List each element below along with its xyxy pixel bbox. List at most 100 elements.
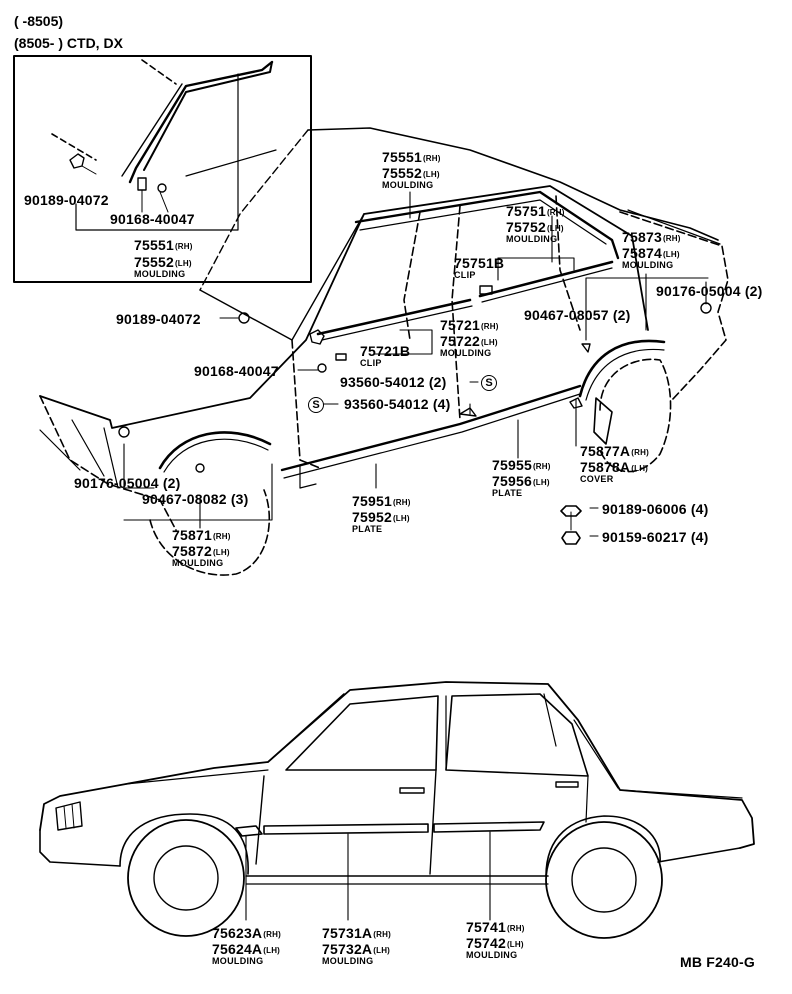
clip-40047-label: 90168-40047 (194, 363, 279, 379)
lh-suffix: (LH) (392, 514, 410, 523)
rear-wheel-moulding-lh-label: 75874(LH) (622, 246, 680, 260)
clip-75751b-label: 75751B (454, 255, 505, 271)
window-moulding-caption: MOULDING (506, 234, 558, 244)
part-number: 75732A (322, 941, 373, 957)
nut-a-label: 90189-06006 (4) (602, 501, 709, 517)
lh-suffix: (LH) (174, 259, 192, 268)
inset-moulding-rh-label: 75551(RH) (134, 238, 193, 252)
part-number: 75742 (466, 935, 506, 951)
screw-rear-label: 90176-05004 (2) (656, 283, 763, 299)
rh-suffix: (RH) (174, 242, 193, 251)
rh-suffix: (RH) (480, 322, 499, 331)
rear-door-moulding-lh-label: 75742(LH) (466, 936, 524, 950)
part-number: 75955 (492, 457, 532, 473)
rear-plate-rh-label: 75955(RH) (492, 458, 551, 472)
part-number: 75873 (622, 229, 662, 245)
part-number: 75552 (382, 165, 422, 181)
lh-suffix: (LH) (422, 170, 440, 179)
part-number: 75624A (212, 941, 263, 957)
side-car-view (39, 681, 755, 939)
s-mark-a: S (481, 375, 497, 391)
main-car-view (39, 127, 729, 576)
screw-90467-rear-label: 90467-08057 (2) (524, 307, 631, 323)
cover-lh-label: 75878A(LH) (580, 460, 648, 474)
part-number: 75551 (134, 237, 174, 253)
front-door-moulding-lh-label: 75732A(LH) (322, 942, 390, 956)
lh-suffix: (LH) (212, 548, 230, 557)
lh-suffix: (LH) (263, 946, 281, 955)
clip-75721b-caption: CLIP (360, 358, 382, 368)
fender-moulding-rh-label: 75623A(RH) (212, 926, 281, 940)
part-number: 75741 (466, 919, 506, 935)
screw-93560-b-label: 93560-54012 (4) (344, 396, 451, 412)
rear-door-moulding-rh-label: 75741(RH) (466, 920, 525, 934)
part-number: 75877A (580, 443, 631, 459)
fender-moulding-caption: MOULDING (212, 956, 264, 966)
belt-moulding-rh-label: 75721(RH) (440, 318, 499, 332)
roof-moulding-rh-label: 75551(RH) (382, 150, 441, 164)
screw-90467-front-label: 90467-08082 (3) (142, 491, 249, 507)
window-moulding-lh-label: 75752(LH) (506, 220, 564, 234)
part-number: 75552 (134, 254, 174, 270)
part-number: 75731A (322, 925, 373, 941)
part-number: 75871 (172, 527, 212, 543)
rh-suffix: (RH) (422, 154, 441, 163)
rh-suffix: (RH) (263, 930, 281, 939)
rear-door-moulding-caption: MOULDING (466, 950, 518, 960)
inset-frame (13, 55, 312, 283)
rocker-plate-lh-label: 75952(LH) (352, 510, 410, 524)
cover-rh-label: 75877A(RH) (580, 444, 649, 458)
lh-suffix: (LH) (546, 224, 564, 233)
rh-suffix: (RH) (532, 462, 551, 471)
inset-clip-b-label: 90168-40047 (110, 211, 195, 227)
lh-suffix: (LH) (480, 338, 498, 347)
clip-75721b-label: 75721B (360, 343, 411, 359)
rear-plate-lh-label: 75956(LH) (492, 474, 550, 488)
rh-suffix: (RH) (631, 448, 649, 457)
front-wheel-moulding-lh-label: 75872(LH) (172, 544, 230, 558)
rear-wheel-moulding-caption: MOULDING (622, 260, 674, 270)
rh-suffix: (RH) (506, 924, 525, 933)
part-number: 75751 (506, 203, 546, 219)
clip-75751b-caption: CLIP (454, 270, 476, 280)
part-number: 75878A (580, 459, 631, 475)
lh-suffix: (LH) (532, 478, 550, 487)
lh-suffix: (LH) (373, 946, 391, 955)
figure-code: MB F240-G (680, 954, 755, 970)
nut-b-label: 90159-60217 (4) (602, 529, 709, 545)
part-number: 75722 (440, 333, 480, 349)
range-note-line2: (8505- ) CTD, DX (14, 35, 123, 51)
roof-moulding-lh-label: 75552(LH) (382, 166, 440, 180)
roof-moulding-caption: MOULDING (382, 180, 434, 190)
front-wheel-moulding-rh-label: 75871(RH) (172, 528, 231, 542)
rear-wheel-moulding-rh-label: 75873(RH) (622, 230, 681, 244)
rh-suffix: (RH) (212, 532, 231, 541)
s-mark-b: S (308, 397, 324, 413)
part-number: 75952 (352, 509, 392, 525)
front-door-moulding-caption: MOULDING (322, 956, 374, 966)
rh-suffix: (RH) (373, 930, 391, 939)
rocker-plate-rh-label: 75951(RH) (352, 494, 411, 508)
part-number: 75623A (212, 925, 263, 941)
belt-moulding-caption: MOULDING (440, 348, 492, 358)
front-wheel-moulding-caption: MOULDING (172, 558, 224, 568)
part-number: 75874 (622, 245, 662, 261)
rh-suffix: (RH) (392, 498, 411, 507)
lh-suffix: (LH) (662, 250, 680, 259)
part-number: 75752 (506, 219, 546, 235)
clip-left-label: 90189-04072 (116, 311, 201, 327)
rh-suffix: (RH) (662, 234, 681, 243)
part-number: 75872 (172, 543, 212, 559)
part-number: 75551 (382, 149, 422, 165)
part-number: 75721 (440, 317, 480, 333)
lh-suffix: (LH) (631, 464, 649, 473)
lh-suffix: (LH) (506, 940, 524, 949)
rocker-plate-caption: PLATE (352, 524, 383, 534)
inset-moulding-lh-label: 75552(LH) (134, 255, 192, 269)
part-number: 75956 (492, 473, 532, 489)
inset-moulding-caption: MOULDING (134, 269, 186, 279)
belt-moulding-lh-label: 75722(LH) (440, 334, 498, 348)
part-number: 75951 (352, 493, 392, 509)
